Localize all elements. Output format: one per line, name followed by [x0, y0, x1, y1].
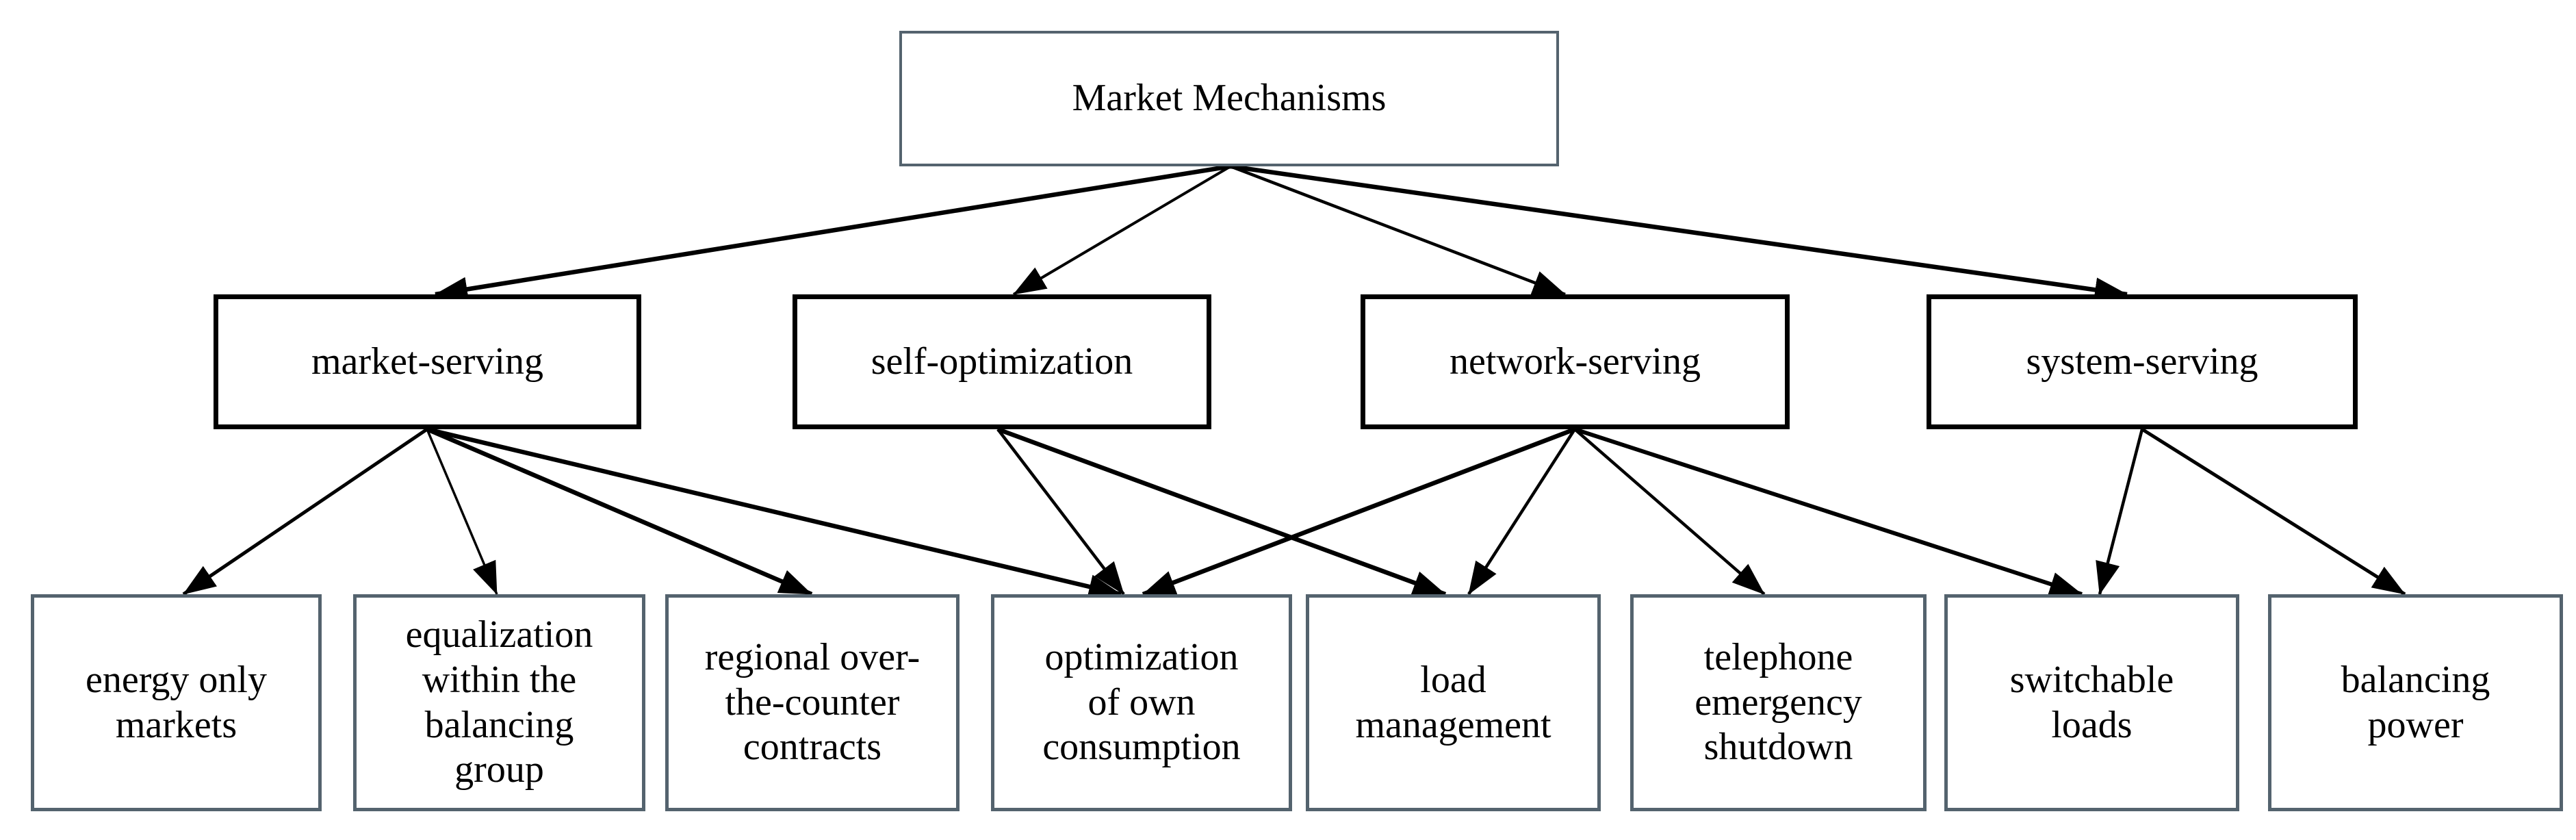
node-label: energy only markets [86, 658, 267, 746]
arrow-market-serving-to-optimization-of-own-consumption [426, 427, 1122, 599]
arrow-market-serving-to-energy-only-markets [182, 427, 428, 596]
node-self-optimization: self-optimization [793, 294, 1211, 429]
node-balancing-power: balancing power [2268, 594, 2563, 811]
arrow-market-serving-to-regional-over-the-counter-contracts [426, 427, 813, 596]
node-optimization-of-own-consumption: optimization of own consumption [991, 594, 1292, 811]
node-label: network-serving [1449, 340, 1701, 383]
arrow-market-mechanisms-to-market-serving [435, 164, 1231, 302]
node-label: Market Mechanisms [1072, 77, 1387, 120]
node-label: self-optimization [871, 340, 1133, 383]
node-label: system-serving [2026, 340, 2258, 383]
node-label: market-serving [311, 340, 543, 383]
node-label: optimization of own consumption [1042, 636, 1241, 769]
node-label: switchable loads [2009, 658, 2174, 746]
node-load-management: load management [1306, 594, 1601, 811]
node-market-mechanisms: Market Mechanisms [899, 31, 1559, 166]
arrow-market-mechanisms-to-network-serving [1230, 164, 1566, 296]
node-label: equalization within the balancing group [405, 613, 593, 791]
arrow-system-serving-to-balancing-power [2141, 427, 2406, 596]
node-telephone-emergency-shutdown: telephone emergency shutdown [1630, 594, 1927, 811]
arrow-network-serving-to-optimization-of-own-consumption [1142, 427, 1576, 597]
node-network-serving: network-serving [1361, 294, 1790, 429]
arrow-network-serving-to-load-management [1467, 428, 1576, 596]
node-label: balancing power [2341, 658, 2490, 746]
node-label: regional over- the-counter contracts [704, 636, 920, 769]
node-energy-only-markets: energy only markets [31, 594, 322, 811]
arrow-self-optimization-to-load-management [996, 427, 1447, 597]
node-system-serving: system-serving [1927, 294, 2358, 429]
arrow-market-serving-to-equalization-within-the-balancing-group [426, 429, 498, 595]
node-switchable-loads: switchable loads [1944, 594, 2239, 811]
node-regional-over-the-counter-contracts: regional over- the-counter contracts [665, 594, 959, 811]
arrow-network-serving-to-telephone-emergency-shutdown [1573, 428, 1766, 596]
node-equalization-within-the-balancing-group: equalization within the balancing group [353, 594, 645, 811]
arrow-network-serving-to-switchable-loads [1574, 427, 2083, 596]
arrow-system-serving-to-switchable-loads [2096, 429, 2144, 595]
arrow-market-mechanisms-to-system-serving [1230, 164, 2128, 303]
node-label: telephone emergency shutdown [1695, 636, 1862, 769]
arrow-self-optimization-to-optimization-of-own-consumption [996, 428, 1125, 596]
arrow-market-mechanisms-to-self-optimization [1012, 165, 1232, 296]
node-market-serving: market-serving [214, 294, 641, 429]
node-label: load management [1355, 658, 1551, 746]
